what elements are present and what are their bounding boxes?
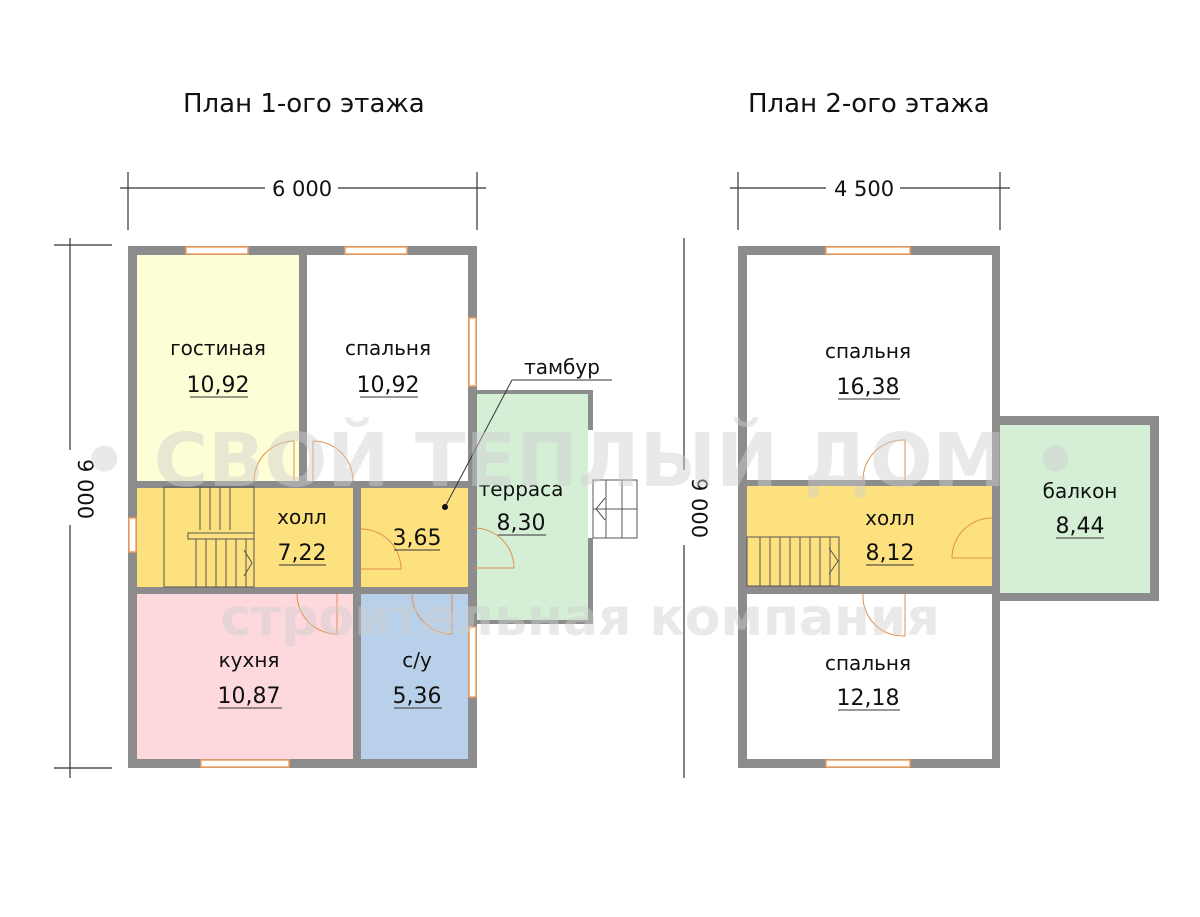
floor1-walls — [128, 246, 593, 768]
floor2-width-label: 4 500 — [834, 177, 894, 201]
watermark-subtitle: строительная компания — [220, 588, 940, 648]
room-kukhnya — [136, 594, 353, 759]
floor2-height-label: 9 000 — [687, 478, 711, 538]
room-area: 16,38 — [837, 375, 900, 400]
tambur-callout — [442, 379, 612, 510]
room-area: 8,44 — [1056, 514, 1105, 539]
floor2-stairs — [746, 536, 840, 587]
room-label: холл — [277, 505, 327, 529]
floor1-windows — [128, 246, 477, 768]
room-area: 3,65 — [393, 526, 442, 551]
room-label: спальня — [345, 336, 431, 360]
room-balkon — [1000, 425, 1150, 593]
room-area: 12,18 — [837, 686, 900, 711]
floor1-height-label: 9 000 — [73, 459, 97, 519]
floor2-plan: 4 500 9 000 — [683, 172, 1159, 778]
room-spalnya-1 — [307, 255, 469, 483]
room-su — [361, 594, 469, 759]
floor1-doors — [253, 440, 515, 635]
room-label: терраса — [479, 477, 564, 501]
room-label: кухня — [219, 648, 280, 672]
floor2-title: План 2-ого этажа — [748, 89, 990, 119]
room-area: 10,92 — [357, 373, 420, 398]
tambur-label: тамбур — [524, 355, 600, 379]
room-area: 10,87 — [218, 684, 281, 709]
floor1-width-label: 6 000 — [272, 177, 332, 201]
room-spalnya-2a — [747, 255, 992, 480]
floor1-width-dimension — [120, 172, 486, 230]
floor1-stairs — [163, 486, 255, 588]
floor2-width-dimension — [730, 172, 1010, 230]
room-area: 5,36 — [393, 684, 442, 709]
room-holl-2 — [747, 485, 992, 586]
room-area: 7,22 — [278, 541, 327, 566]
room-label: гостиная — [170, 336, 266, 360]
room-label: холл — [865, 506, 915, 530]
room-tambur — [361, 487, 471, 588]
room-label: балкон — [1043, 479, 1118, 503]
room-area: 10,92 — [187, 373, 250, 398]
room-area: 8,30 — [497, 511, 546, 536]
floor2-windows — [825, 246, 911, 768]
room-label: спальня — [825, 651, 911, 675]
room-label: спальня — [825, 339, 911, 363]
room-spalnya-2b — [747, 594, 992, 759]
room-area: 8,12 — [866, 541, 915, 566]
floor1-plan: 6 000 9 000 — [54, 172, 638, 778]
room-holl — [136, 487, 353, 588]
floor2-doors — [862, 439, 993, 637]
room-label: с/у — [402, 648, 432, 672]
room-gostinaya — [136, 255, 299, 483]
floor1-height-dimension — [54, 238, 112, 778]
room-terrasa — [475, 393, 588, 621]
terrace-steps — [592, 479, 638, 539]
floor1-title: План 1-ого этажа — [183, 89, 425, 119]
watermark-brand: • СВОЙ ТЕПЛЫЙ ДОМ • — [81, 416, 1080, 504]
